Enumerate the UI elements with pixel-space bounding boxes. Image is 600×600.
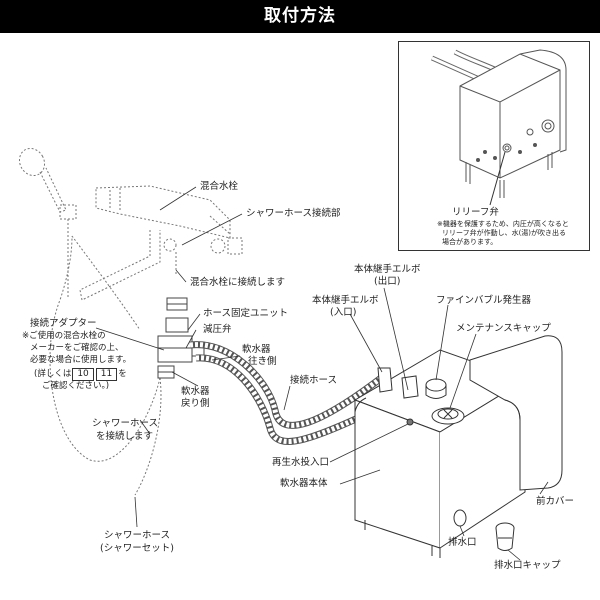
page-ref-b: 11 xyxy=(95,368,118,381)
label-drain-port: 排水口 xyxy=(448,537,477,548)
label-connection-hose: 接続ホース xyxy=(290,375,338,386)
label-maintenance-cap: メンテナンスキャップ xyxy=(456,323,551,334)
adapter-note-1: ※ご使用の混合水栓の xyxy=(22,331,106,341)
label-mixing-faucet: 混合水栓 xyxy=(200,181,239,192)
label-softener-outgoing-2: 往き側 xyxy=(248,356,277,367)
label-softener-outgoing-1: 軟水器 xyxy=(242,344,271,355)
label-shower-hose-set-1: シャワーホース xyxy=(104,530,171,541)
adapter-note-2: メーカーをご確認の上、 xyxy=(30,343,124,353)
label-elbow-inlet-1: 本体継手エルボ xyxy=(312,295,379,306)
relief-valve-note-1: ※機器を保護するため、内圧が高くなると xyxy=(437,220,569,228)
leader-lines xyxy=(95,186,549,561)
label-elbow-outlet-1: 本体継手エルボ xyxy=(354,264,421,275)
adapter-note-3: 必要な場合に使用します。 xyxy=(30,355,132,365)
label-hose-fixing-unit: ホース固定ユニット xyxy=(203,308,289,319)
label-softener-body: 軟水器本体 xyxy=(280,478,328,489)
label-connect-shower-hose-1: シャワーホース xyxy=(92,418,159,429)
label-softener-return-2: 戻り側 xyxy=(181,398,210,409)
shower-set-illustration xyxy=(18,147,243,496)
label-front-cover: 前カバー xyxy=(536,496,575,507)
hose-fixing-unit-illustration xyxy=(157,297,205,379)
front-cover-illustration xyxy=(469,335,563,491)
relief-valve-note-2: リリーフ弁が作動し、水(湯)が吹き出る xyxy=(442,229,567,237)
label-softener-return-1: 軟水器 xyxy=(181,386,210,397)
label-elbow-inlet-2: (入口) xyxy=(330,307,357,318)
label-connect-to-faucet: 混合水栓に接続します xyxy=(190,277,286,288)
page-title: 取付方法 xyxy=(0,0,600,33)
label-shower-hose-set-2: (シャワーセット) xyxy=(100,543,174,554)
inset-softener-illustration xyxy=(430,49,567,206)
relief-valve-label: リリーフ弁 xyxy=(452,207,499,218)
label-drain-cap: 排水口キャップ xyxy=(494,560,561,571)
label-regeneration-water-inlet: 再生水投入口 xyxy=(272,457,330,468)
label-fine-bubble-generator: ファインバブル発生器 xyxy=(436,295,532,306)
relief-valve-note-3: 場合があります。 xyxy=(442,238,498,246)
label-elbow-outlet-2: (出口) xyxy=(374,276,401,287)
label-connect-shower-hose-2: を接続します xyxy=(96,431,154,442)
drain-cap-illustration xyxy=(495,522,515,551)
label-pressure-reducing-valve: 減圧弁 xyxy=(203,324,232,335)
label-shower-hose-connection: シャワーホース接続部 xyxy=(246,208,341,219)
adapter-note-4-pre: (詳しくは xyxy=(34,369,72,379)
adapter-note-5: ご確認ください。) xyxy=(42,381,110,391)
adapter-note-4-post: を xyxy=(118,369,127,379)
page-ref-a: 10 xyxy=(72,368,94,381)
label-connection-adapter: 接続アダプター xyxy=(30,318,97,329)
